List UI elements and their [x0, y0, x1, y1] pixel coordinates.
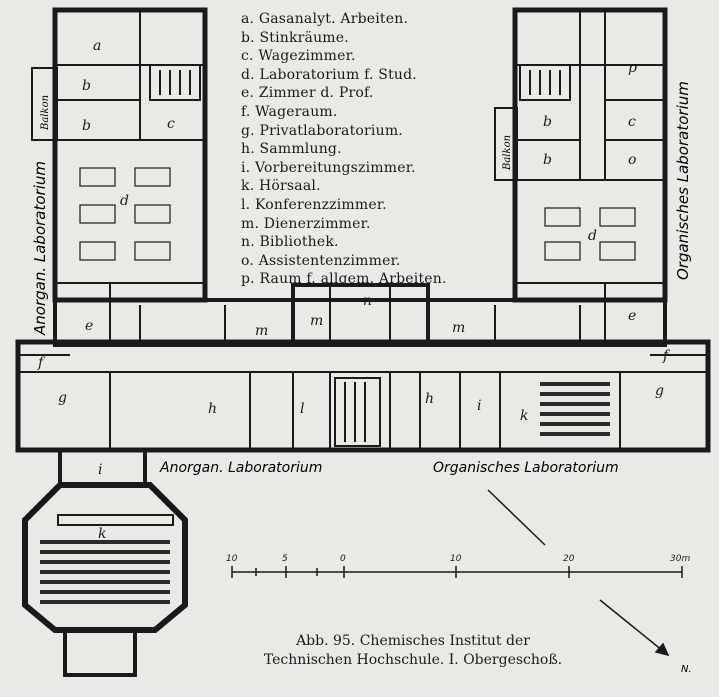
room-letter-b3: b [543, 114, 552, 130]
room-letter-i2: i [98, 462, 102, 478]
room-letter-k2: k [98, 526, 106, 542]
legend-item: e. Zimmer d. Prof. [241, 85, 374, 102]
room-letter-e: e [85, 318, 93, 334]
caption-line-2: Technischen Hochschule. I. Obergeschoß. [263, 652, 563, 668]
room-letter-m: m [255, 323, 268, 339]
legend-item: k. Hörsaal. [241, 178, 321, 195]
connector-wall [53, 298, 667, 347]
center-projection [291, 283, 430, 347]
room-letter-g: g [58, 390, 67, 406]
legend-item: d. Laboratorium f. Stud. [241, 66, 417, 83]
label-anorg-vertical: Anorgan. Laboratorium [31, 161, 49, 336]
legend-item: l. Konferenzzimmer. [241, 196, 387, 213]
legend-item: f. Wageraum. [241, 103, 338, 120]
legend-item: o. Assistentenzimmer. [241, 252, 401, 269]
scale-tick-1: 10 [226, 554, 238, 564]
room-letter-p: p [628, 60, 637, 76]
right-wing-wall [512, 7, 668, 303]
lab-benches-right [544, 207, 636, 261]
room-letter-e2: e [628, 308, 636, 324]
main-block-wall [15, 339, 711, 453]
room-letter-f2: f [662, 348, 671, 364]
room-letter-k: k [520, 408, 528, 424]
legend-item: i. Vorbereitungszimmer. [241, 159, 416, 176]
scale-tick-5: 20 [563, 554, 575, 564]
room-letter-o: o [628, 152, 636, 168]
legend-item: p. Raum f. allgem. Arbeiten. [241, 271, 447, 288]
legend-item: h. Sammlung. [241, 141, 342, 158]
legend-item: m. Dienerzimmer. [241, 215, 371, 232]
caption-line-1: Abb. 95. Chemisches Institut der [296, 633, 530, 649]
legend-item: c. Wagezimmer. [241, 48, 356, 65]
room-letter-m2: m [310, 313, 323, 329]
room-letter-d: d [120, 193, 129, 209]
auditorium-seats [40, 540, 170, 604]
balkon-label-right: Balkon [502, 135, 513, 171]
scale-tick-3: 0 [340, 554, 346, 564]
legend-item: g. Privatlaboratorium. [241, 122, 403, 139]
room-letter-c: c [167, 116, 175, 132]
room-letter-b2: b [82, 118, 91, 134]
north-arrow-icon [487, 489, 670, 657]
scale-tick-6: 30m [670, 554, 690, 564]
scale-bar [231, 566, 683, 578]
room-letter-f: f [37, 355, 46, 371]
room-letter-i: i [477, 398, 481, 414]
label-anorg-horizontal: Anorgan. Laboratorium [159, 460, 322, 476]
label-org-horizontal: Organisches Laboratorium [433, 460, 619, 476]
room-letter-a: a [93, 38, 101, 54]
legend-item: a. Gasanalyt. Arbeiten. [241, 11, 409, 27]
room-letter-b: b [82, 78, 91, 94]
room-letter-h2: h [425, 391, 434, 407]
auditorium-wall [22, 482, 188, 633]
balkon-label-left: Balkon [40, 95, 51, 131]
room-letter-d2: d [588, 228, 597, 244]
room-letter-g2: g [655, 383, 664, 399]
lab-benches-left [79, 167, 171, 261]
room-letter-n: n [363, 293, 372, 309]
room-letter-h: h [208, 401, 217, 417]
room-letter-b4: b [543, 152, 552, 168]
legend: a. Gasanalyt. Arbeiten. b. Stinkräume. c… [241, 10, 447, 289]
room-letter-m3: m [452, 320, 465, 336]
hall-k-seats [540, 382, 610, 436]
scale-tick-2: 5 [282, 554, 288, 564]
label-org-vertical: Organisches Laboratorium [674, 81, 692, 280]
scale-tick-4: 10 [450, 554, 462, 564]
room-letter-l: l [300, 401, 304, 417]
left-wing-wall [52, 7, 208, 303]
legend-item: b. Stinkräume. [241, 29, 349, 46]
room-letter-c2: c [628, 114, 636, 130]
north-label: N. [681, 664, 692, 675]
legend-item: n. Bibliothek. [241, 234, 339, 251]
caption: Abb. 95. Chemisches Institut der Technis… [233, 632, 593, 670]
